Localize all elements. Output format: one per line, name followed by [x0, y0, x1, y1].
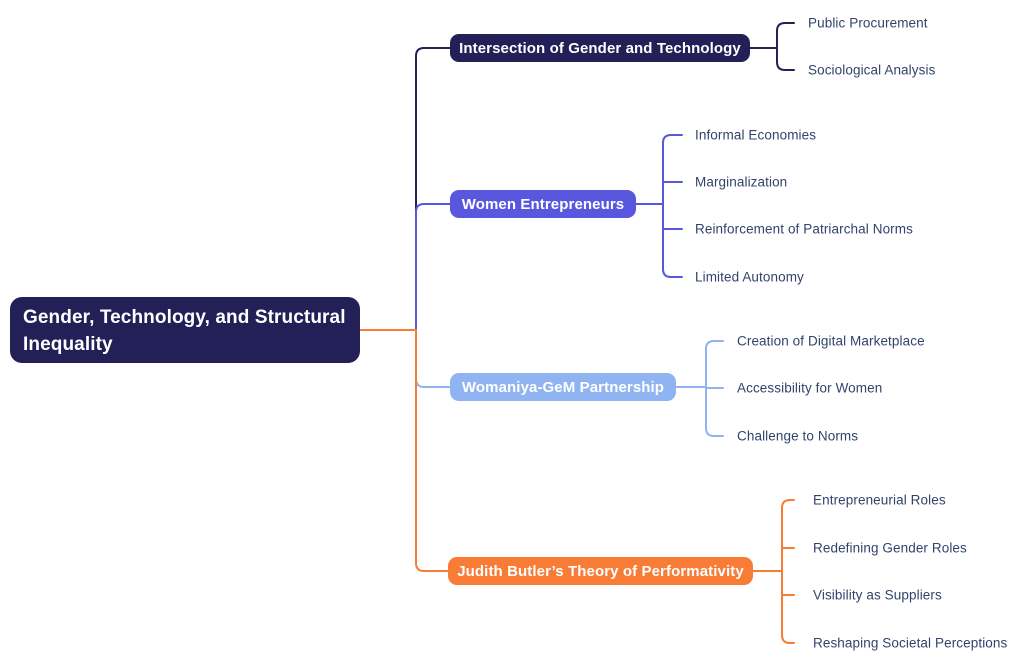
branch-node-label: Women Entrepreneurs: [461, 195, 625, 213]
root-node-label-line-2: Inequality: [23, 334, 113, 355]
child-label-reshaping-societal-perceptions[interactable]: Reshaping Societal Perceptions: [813, 635, 1008, 651]
child-label-challenge-to-norms[interactable]: Challenge to Norms: [737, 428, 859, 444]
child-label-sociological-analysis[interactable]: Sociological Analysis: [808, 62, 936, 78]
child-label-redefining-gender-roles[interactable]: Redefining Gender Roles: [813, 540, 967, 556]
branch-node-label: Intersection of Gender and Technology: [459, 39, 741, 57]
child-label-limited-autonomy[interactable]: Limited Autonomy: [695, 269, 804, 285]
connector-root-to-branch-3: [415, 329, 451, 388]
child-label-creation-of-digital-marketplace[interactable]: Creation of Digital Marketplace: [737, 333, 925, 349]
child-label-entrepreneurial-roles[interactable]: Entrepreneurial Roles: [813, 492, 946, 508]
child-label-marginalization[interactable]: Marginalization: [695, 174, 788, 190]
child-label-reinforcement-of-patriarchal-norms[interactable]: Reinforcement of Patriarchal Norms: [695, 221, 913, 237]
child-label-informal-economies[interactable]: Informal Economies: [695, 127, 817, 143]
connector-root-to-branch-4: [415, 329, 449, 572]
root-node[interactable]: Gender, Technology, and Structural Inequ…: [10, 297, 360, 363]
connector-branch-2-children: [635, 134, 683, 278]
connector-branch-4-children: [752, 499, 795, 644]
branch-node-women-entrepreneurs[interactable]: Women Entrepreneurs: [450, 190, 636, 218]
child-label-public-procurement[interactable]: Public Procurement: [808, 15, 928, 31]
root-node-label-line-1: Gender, Technology, and Structural: [23, 307, 346, 328]
branch-node-womaniya-gem-partnership[interactable]: Womaniya-GeM Partnership: [450, 373, 676, 401]
child-label-accessibility-for-women[interactable]: Accessibility for Women: [737, 380, 883, 396]
branch-node-judith-butlers-theory-of-performativity[interactable]: Judith Butler’s Theory of Performativity: [448, 557, 753, 585]
branch-node-intersection-of-gender-and-technology[interactable]: Intersection of Gender and Technology: [450, 34, 750, 62]
branch-node-label: Womaniya-GeM Partnership: [461, 378, 665, 396]
child-label-visibility-as-suppliers[interactable]: Visibility as Suppliers: [813, 587, 942, 603]
connector-branch-3-children: [675, 340, 724, 437]
connector-root-to-branch-2: [415, 203, 451, 331]
connector-branch-1-children: [749, 22, 795, 71]
branch-node-label: Judith Butler’s Theory of Performativity: [457, 562, 744, 580]
connector-root-to-branch-1: [415, 47, 451, 331]
